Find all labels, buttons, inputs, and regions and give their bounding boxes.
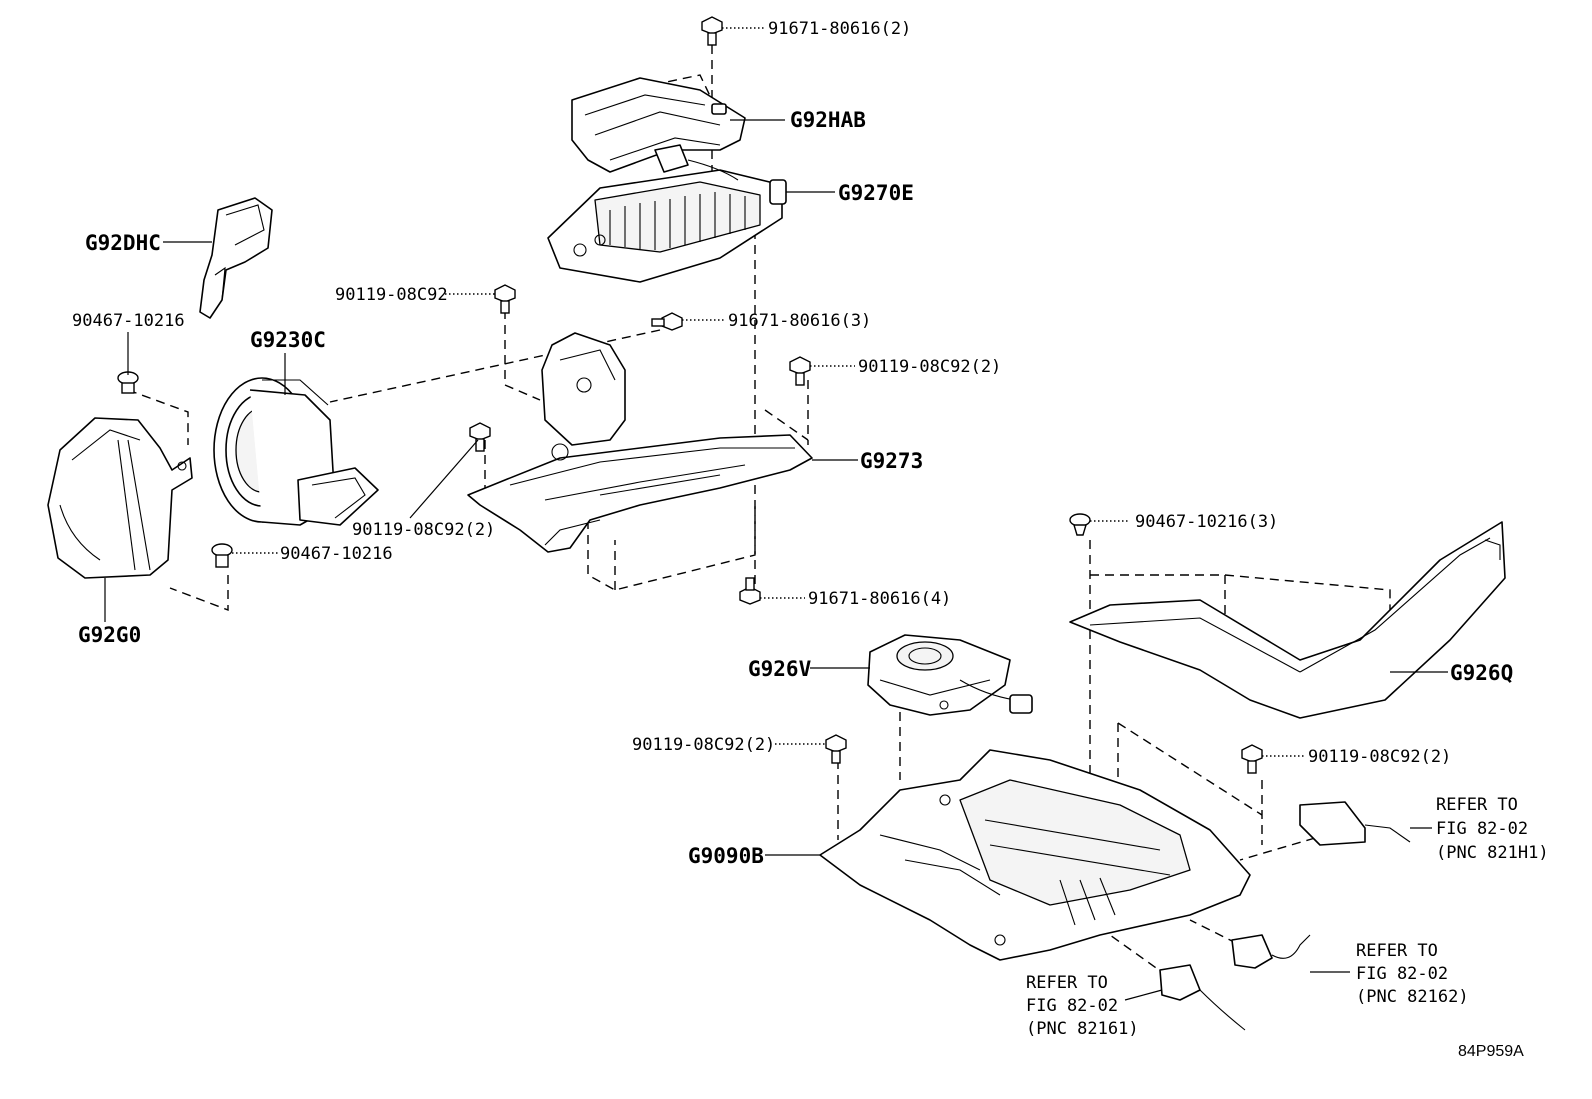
label-g92hab: G92HAB [790,108,866,132]
ref-82161-line2: FIG 82-02 [1026,996,1118,1016]
label-clip-90467-a: 90467-10216 [72,311,185,331]
inverter-g9090b[interactable] [819,749,1251,961]
sensor-g926v[interactable] [867,634,1033,716]
ref-82161-line3: (PNC 82161) [1026,1019,1139,1039]
bolt-icon [494,284,516,314]
label-bolt-top: 91671-80616(2) [768,19,911,39]
clip-icon [117,371,139,394]
ref-821h1: REFER TO FIG 82-02 (PNC 821H1) [1436,795,1549,863]
bracket-g92hab[interactable] [571,77,746,173]
label-bolt-91671-3: 91671-80616(3) [728,311,871,331]
label-bolt-91671-4: 91671-80616(4) [808,589,951,609]
label-clip-90467-b: 90467-10216 [280,544,393,564]
ref-82162: REFER TO FIG 82-02 (PNC 82162) [1356,941,1469,1007]
label-g926v: G926V [748,657,812,681]
label-bolt-90119-b: 90119-08C92(2) [858,357,1001,377]
module-g9270e[interactable] [547,144,787,283]
label-bolt-90119-e: 90119-08C92(2) [1308,747,1451,767]
connector-821h1[interactable] [1299,801,1411,846]
ref-82161-line1: REFER TO [1026,973,1108,993]
bolt-icon [825,734,847,764]
tray-g9273[interactable] [467,332,813,553]
connector-82162[interactable] [1231,934,1311,969]
label-bolt-90119-c: 90119-08C92(2) [352,520,495,540]
clip-icon [1069,513,1091,536]
duct-g92g0[interactable] [47,417,193,579]
duct-g926q[interactable] [1069,521,1506,719]
ref-821h1-line2: FIG 82-02 [1436,819,1528,839]
ref-821h1-line3: (PNC 821H1) [1436,843,1549,863]
ref-82162-line3: (PNC 82162) [1356,987,1469,1007]
fan-g9230c[interactable] [213,377,379,526]
ref-821h1-line1: REFER TO [1436,795,1518,815]
bolt-icon [651,312,683,331]
bolt-icon [469,422,491,452]
clip-icon [211,543,233,568]
ref-82162-line2: FIG 82-02 [1356,964,1448,984]
label-g9230c: G9230C [250,328,326,352]
bolt-icon [1241,744,1263,774]
bolt-icon [789,356,811,386]
diagram-code: 84P959A [1458,1043,1524,1060]
label-bolt-90119-d: 90119-08C92(2) [632,735,775,755]
label-g9090b: G9090B [688,844,764,868]
label-g9273: G9273 [860,449,923,473]
label-g926q: G926Q [1450,661,1513,685]
label-bolt-90119-a: 90119-08C92 [335,285,448,305]
leader-lines [104,27,1448,1001]
duct-g92dhc[interactable] [199,197,273,319]
bolt-icon [701,16,723,46]
label-clip-90467-c: 90467-10216(3) [1135,512,1278,532]
ref-82162-line1: REFER TO [1356,941,1438,961]
bolt-icon [739,577,761,605]
connector-82161[interactable] [1159,964,1246,1031]
label-g92g0: G92G0 [78,623,141,647]
ref-82161: REFER TO FIG 82-02 (PNC 82161) [1026,973,1139,1039]
label-g92dhc: G92DHC [85,231,161,255]
label-g9270e: G9270E [838,181,914,205]
assembly-lines [127,45,1391,986]
